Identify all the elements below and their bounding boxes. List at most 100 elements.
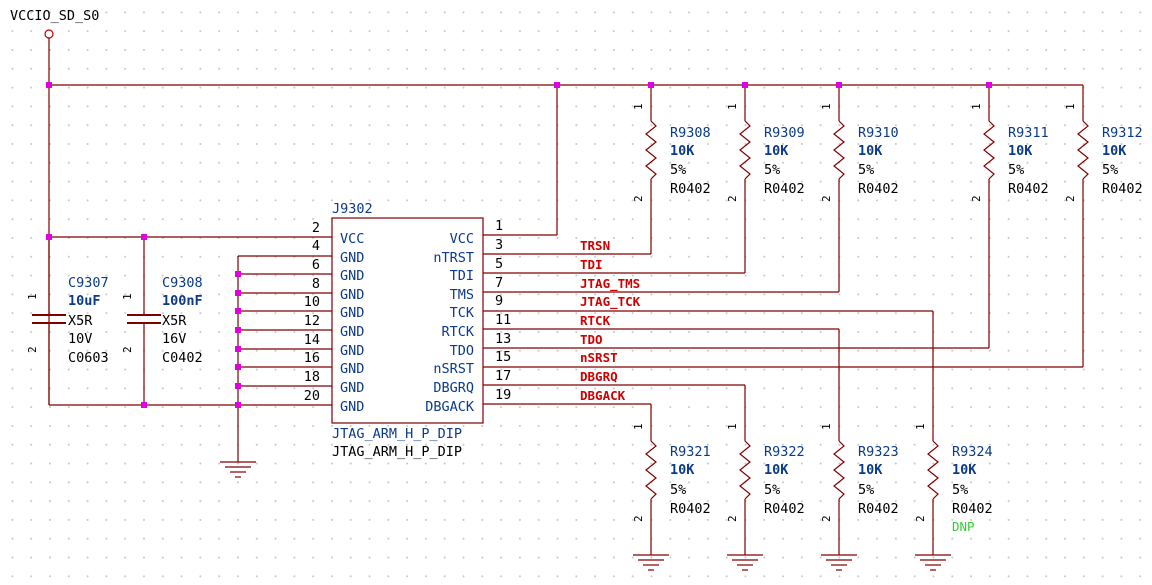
cap-c9308: 1 2 C9308 100nF X5R 16V C0402 xyxy=(121,237,203,405)
cap-ref: C9307 xyxy=(68,275,109,291)
pin-number: 2 xyxy=(312,220,320,236)
pin-name: TCK xyxy=(450,305,475,321)
resistor-zigzag-icon xyxy=(645,120,657,180)
cap-ref: C9308 xyxy=(162,275,203,291)
net-label: JTAG_TCK xyxy=(580,294,641,310)
pin-number: 13 xyxy=(495,331,511,347)
connector-ref: J9302 xyxy=(332,201,373,217)
cap-value: 100nF xyxy=(162,293,203,309)
resistor-zigzag-icon xyxy=(983,120,995,180)
pin-name: DBGACK xyxy=(425,399,475,415)
junction-dot xyxy=(46,234,52,240)
resistor-tolerance: 5% xyxy=(858,162,874,178)
resistor-value: 10K xyxy=(764,143,789,159)
net-label: TDI xyxy=(580,257,603,272)
resistor-pin1-label: 1 xyxy=(820,103,833,110)
resistor-tolerance: 5% xyxy=(670,482,686,498)
junction-dot xyxy=(986,82,992,88)
net-label: TRSN xyxy=(580,238,610,253)
net-label: nSRST xyxy=(580,350,618,365)
resistor-pin1-label: 1 xyxy=(914,423,927,430)
net-label: RTCK xyxy=(580,313,611,328)
junction-dot xyxy=(235,383,241,389)
ground-symbol-icon xyxy=(915,554,951,571)
resistor-package: R0402 xyxy=(670,181,711,197)
power-port-icon xyxy=(44,29,54,39)
connector-footprint: JTAG_ARM_H_P_DIP xyxy=(332,444,462,460)
resistor-pin2-label: 2 xyxy=(820,195,833,202)
ground-symbol-icon xyxy=(633,554,669,571)
resistor-ref: R9312 xyxy=(1102,125,1143,141)
ground-symbol-icon xyxy=(821,554,857,571)
ground-symbol-icon xyxy=(727,554,763,571)
cap-package: C0402 xyxy=(162,350,203,366)
pin-name: VCC xyxy=(340,231,364,247)
resistor-tolerance: 5% xyxy=(858,482,874,498)
pulldown-r9323: 1 2 R9323 10K 5% R0402 xyxy=(820,329,899,571)
resistor-ref: R9311 xyxy=(1008,125,1049,141)
resistor-value: 10K xyxy=(858,143,883,159)
pin-number: 17 xyxy=(495,368,511,384)
pin-number: 4 xyxy=(312,238,320,254)
net-label: DBGACK xyxy=(580,388,626,403)
junctions xyxy=(46,82,992,408)
cap-c9307: 1 2 C9307 10uF X5R 10V C0603 xyxy=(26,237,109,405)
connector-j9302: J9302 JTAG_ARM_H_P_DIP JTAG_ARM_H_P_DIP … xyxy=(304,201,512,460)
cap-voltage: 16V xyxy=(162,331,186,347)
pin-number: 20 xyxy=(304,388,320,404)
pin-number: 9 xyxy=(495,293,503,309)
resistor-value: 10K xyxy=(670,462,695,478)
pin-name: TDO xyxy=(450,343,474,359)
pin-number: 12 xyxy=(304,313,320,329)
net-label: DBGRQ xyxy=(580,369,618,384)
resistor-package: R0402 xyxy=(858,501,899,517)
cap-pin2-label: 2 xyxy=(26,346,39,353)
pin-name: GND xyxy=(340,268,364,284)
resistor-pin1-label: 1 xyxy=(632,423,645,430)
cap-pin1-label: 1 xyxy=(121,293,134,300)
resistor-pin2-label: 2 xyxy=(632,195,645,202)
pin-name: TMS xyxy=(450,287,474,303)
resistor-tolerance: 5% xyxy=(952,482,968,498)
junction-dot xyxy=(235,308,241,314)
resistor-zigzag-icon xyxy=(739,120,751,180)
pin-name: DBGRQ xyxy=(433,380,474,396)
resistor-package: R0402 xyxy=(858,181,899,197)
connector-body xyxy=(331,217,484,424)
resistor-tolerance: 5% xyxy=(764,482,780,498)
resistor-pin2-label: 2 xyxy=(1064,195,1077,202)
ground-symbol-icon xyxy=(220,461,256,478)
pin-number: 7 xyxy=(495,275,503,291)
pulldown-r9324: 1 2 R9324 10K 5% R0402 DNP xyxy=(914,311,993,571)
ground-bus xyxy=(220,255,332,478)
resistor-ref: R9308 xyxy=(670,125,711,141)
junction-dot xyxy=(235,402,241,408)
resistor-pin2-label: 2 xyxy=(970,195,983,202)
resistor-tolerance: 5% xyxy=(1008,162,1024,178)
resistor-pin2-label: 2 xyxy=(914,515,927,522)
pullup-r9311: 1 2 R9311 10K 5% R0402 xyxy=(970,85,1049,348)
resistor-tolerance: 5% xyxy=(670,162,686,178)
resistor-package: R0402 xyxy=(670,501,711,517)
resistor-package: R0402 xyxy=(764,181,805,197)
resistor-pin1-label: 1 xyxy=(1064,103,1077,110)
resistor-tolerance: 5% xyxy=(1102,162,1118,178)
pin-number: 5 xyxy=(495,256,503,272)
pin-name: nSRST xyxy=(433,361,474,377)
net-label: JTAG_TMS xyxy=(580,276,640,292)
resistor-ref: R9309 xyxy=(764,125,805,141)
resistor-package: R0402 xyxy=(1102,181,1143,197)
resistor-ref: R9324 xyxy=(952,444,993,460)
resistor-value: 10K xyxy=(1008,143,1033,159)
resistor-pin1-label: 1 xyxy=(726,423,739,430)
resistor-value: 10K xyxy=(952,462,977,478)
pin-name: GND xyxy=(340,361,364,377)
resistor-package: R0402 xyxy=(764,501,805,517)
cap-pin2-label: 2 xyxy=(121,346,134,353)
resistor-value: 10K xyxy=(764,462,789,478)
pullup-r9309: 1 2 R9309 10K 5% R0402 xyxy=(726,85,805,273)
junction-dot xyxy=(742,82,748,88)
pin-number: 8 xyxy=(312,276,320,292)
cap-pin1-label: 1 xyxy=(26,293,39,300)
